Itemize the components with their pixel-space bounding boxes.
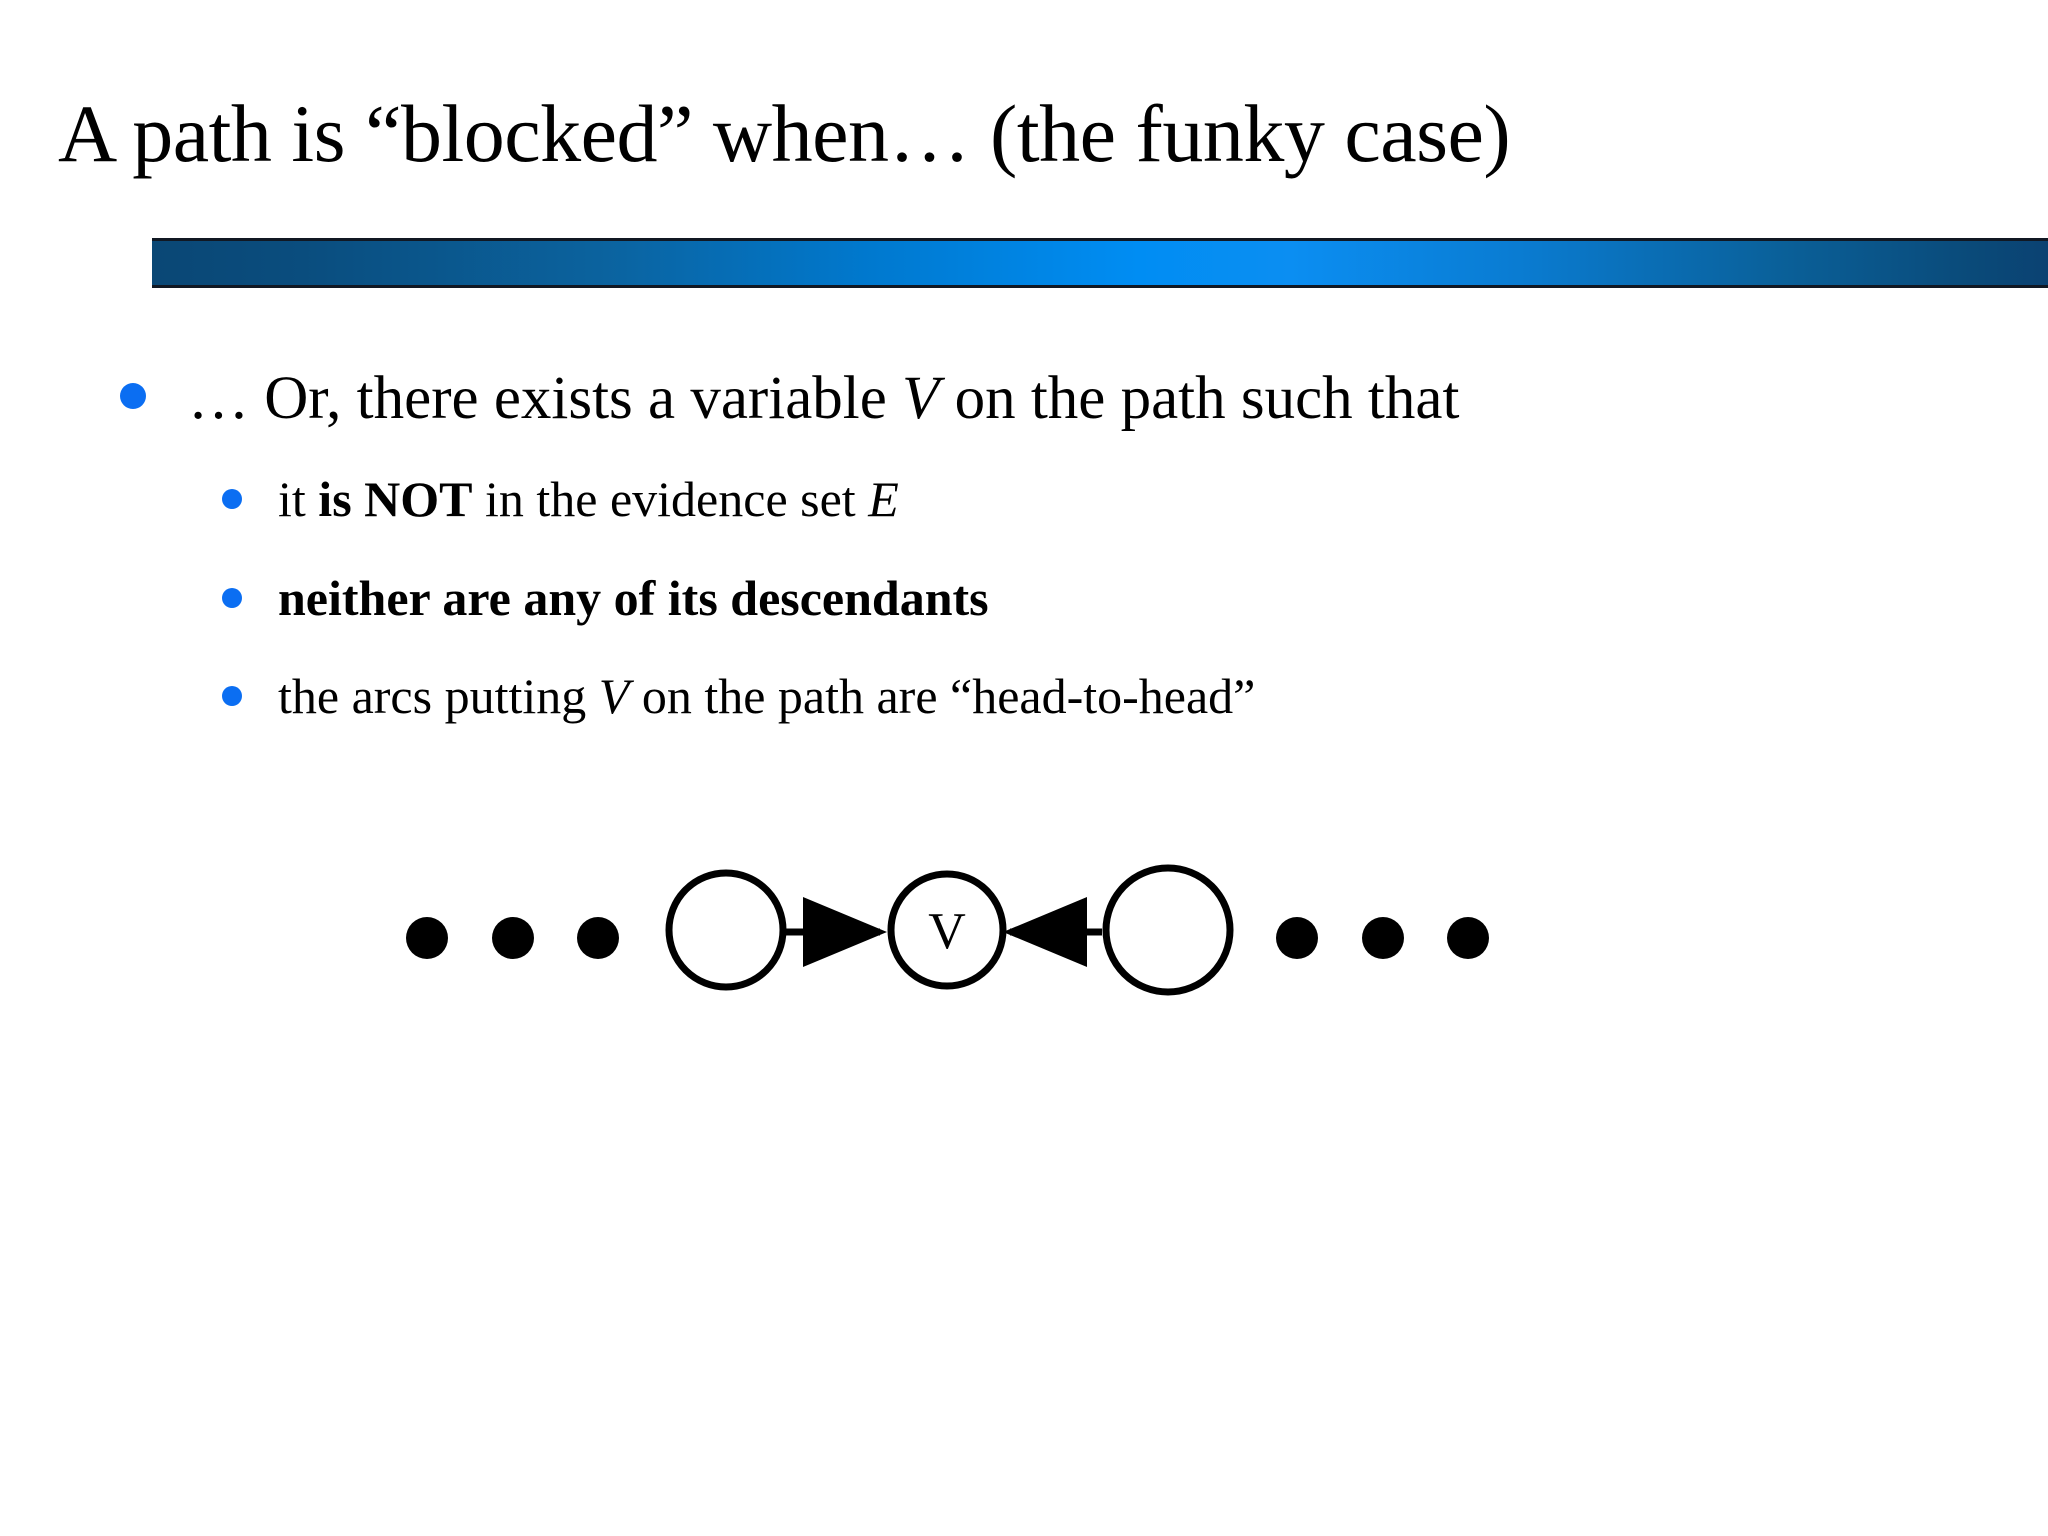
right-ellipsis-dots bbox=[1276, 917, 1489, 959]
collider-path-diagram: V bbox=[380, 840, 1560, 1040]
sub3-text-part1: the arcs putting bbox=[278, 668, 599, 724]
node-parent-right bbox=[1102, 864, 1234, 996]
bullet-dot-icon bbox=[222, 489, 242, 509]
bullet-level2-no-descendants: neither are any of its descendants bbox=[222, 573, 2002, 623]
bullet-dot-icon bbox=[120, 383, 146, 409]
sub2-text-bold: neither are any of its descendants bbox=[278, 570, 989, 626]
ellipsis-dot-icon bbox=[492, 917, 534, 959]
sub3-text-part2: on the path are “head-to-head” bbox=[629, 668, 1256, 724]
bullet-level2-head-to-head: the arcs putting V on the path are “head… bbox=[222, 671, 2002, 721]
sub1-text-part1: it bbox=[278, 471, 319, 527]
bullet-level2-not-in-evidence: it is NOT in the evidence set E bbox=[222, 474, 2002, 524]
title-divider-bar bbox=[152, 238, 2048, 288]
variable-v-italic: V bbox=[902, 365, 940, 432]
slide-title: A path is “blocked” when… (the funky cas… bbox=[58, 88, 1511, 179]
bullet-text-suffix: on the path such that bbox=[939, 365, 1460, 432]
node-collider-v-label: V bbox=[928, 903, 966, 960]
ellipsis-dot-icon bbox=[406, 917, 448, 959]
variable-v-italic: V bbox=[598, 668, 630, 724]
evidence-set-e-italic: E bbox=[868, 471, 899, 527]
ellipsis-dot-icon bbox=[577, 917, 619, 959]
bullet-dot-icon bbox=[222, 588, 242, 608]
sub1-text-part2: in the evidence set bbox=[472, 471, 869, 527]
bullet-text-prefix: … Or, there exists a variable bbox=[188, 365, 903, 432]
left-ellipsis-dots bbox=[406, 917, 619, 959]
sub1-text-bold: is NOT bbox=[318, 471, 473, 527]
bullet-dot-icon bbox=[222, 686, 242, 706]
bullet-level1-variable-exists: … Or, there exists a variable V on the p… bbox=[120, 368, 2000, 429]
ellipsis-dot-icon bbox=[1276, 917, 1318, 959]
node-parent-left bbox=[665, 869, 787, 991]
ellipsis-dot-icon bbox=[1362, 917, 1404, 959]
ellipsis-dot-icon bbox=[1447, 917, 1489, 959]
